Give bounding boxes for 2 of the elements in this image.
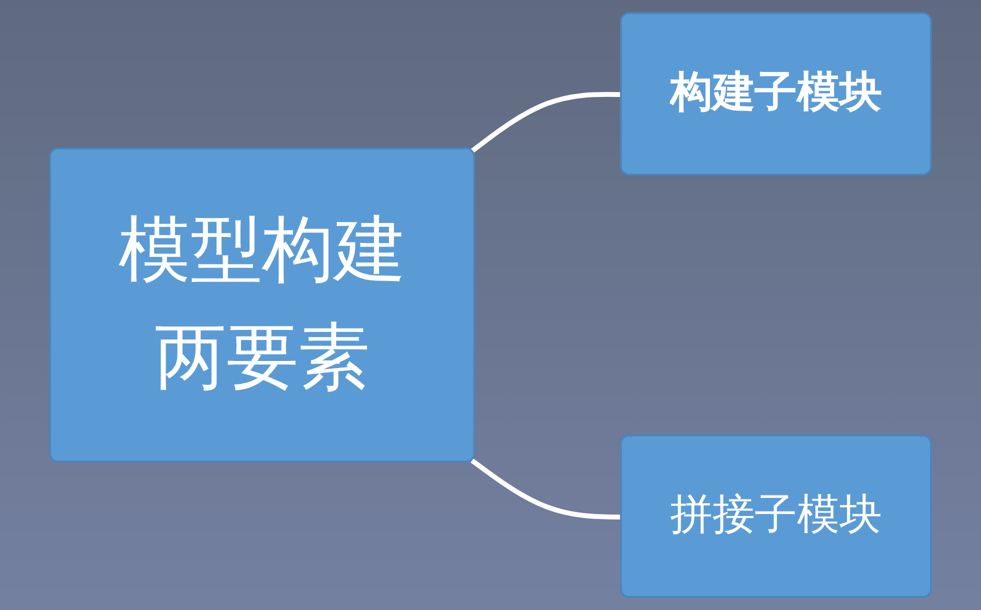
connector [470, 458, 622, 520]
connector [470, 92, 622, 154]
